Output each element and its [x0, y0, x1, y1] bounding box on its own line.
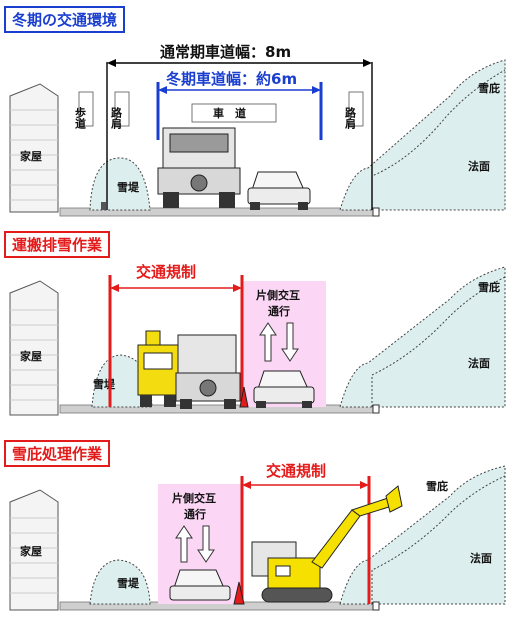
panel-title: 冬期の交通環境 [4, 6, 126, 33]
shoulder-left-label: 路肩 [110, 106, 123, 130]
snowbank-label: 雪堤 [117, 576, 140, 590]
slope-label: 法面 [468, 159, 490, 173]
slope-label: 法面 [470, 551, 492, 565]
house-illustration [9, 280, 59, 416]
panel-title: 運搬排雪作業 [4, 231, 111, 258]
traffic-control-label: 交通規制 [136, 263, 196, 281]
panel-cornice-removal: 雪庇処理作業 家屋 雪堤 雪庇 法面 片側交互 通行 [0, 430, 515, 617]
traffic-cone-icon [239, 386, 249, 408]
house-label: 家屋 [20, 149, 42, 163]
car-illustration [169, 569, 231, 601]
snow-truck-illustration [157, 127, 241, 208]
traffic-control-label: 交通規制 [266, 462, 326, 480]
car-illustration [253, 370, 315, 408]
sidewalk-label: 歩道 [74, 106, 87, 130]
house-label: 家屋 [20, 349, 42, 363]
alternating-label-2: 通行 [184, 507, 206, 521]
snow-storage-label: 雪庇 [478, 81, 500, 95]
alternating-label-1: 片側交互 [256, 288, 300, 302]
snow-loader-illustration [137, 330, 179, 407]
alternating-label-2: 通行 [268, 304, 290, 318]
snowbank-label: 雪堤 [93, 377, 116, 391]
panel-title: 雪庇処理作業 [4, 440, 111, 467]
two-way-arrows-icon [175, 525, 215, 563]
house-illustration [9, 83, 59, 213]
snowbank-label: 雪堤 [117, 180, 140, 194]
slope-snow-shape [339, 59, 506, 211]
snowbank-shape [89, 157, 151, 211]
panel-winter-traffic: 冬期の交通環境 家屋 雪堤 雪庇 法面 通常期車道幅：8m 冬期車道幅：約6 [0, 0, 515, 222]
panel-snow-haul: 運搬排雪作業 家屋 雪堤 雪庇 法面 片側交互 通行 [0, 225, 515, 425]
excavator-illustration [251, 485, 403, 603]
winter-width-label: 冬期車道幅：約6m [166, 70, 297, 88]
normal-width-label: 通常期車道幅：8m [160, 43, 291, 61]
alternating-label-1: 片側交互 [172, 491, 216, 505]
dump-truck-illustration [175, 334, 241, 409]
snow-storage-label: 雪庇 [478, 280, 500, 294]
house-illustration [9, 489, 59, 611]
cornice-removal-diagram: 家屋 雪堤 雪庇 法面 片側交互 通行 交通規制 [9, 462, 506, 611]
two-way-arrows-icon [259, 322, 299, 362]
car-illustration [247, 171, 311, 210]
snow-haul-diagram: 家屋 雪堤 雪庇 法面 片側交互 通行 交通規制 [9, 263, 506, 416]
winter-road-diagram: 家屋 雪堤 雪庇 法面 通常期車道幅：8m 冬期車道幅：約6m 歩道 路肩 路肩… [9, 43, 506, 217]
shoulder-right-label: 路肩 [344, 106, 357, 130]
house-label: 家屋 [20, 544, 42, 558]
roadway-label: 車 道 [213, 106, 246, 120]
snow-storage-label: 雪庇 [426, 479, 448, 493]
slope-label: 法面 [468, 356, 490, 370]
traffic-cone-icon [233, 581, 245, 605]
